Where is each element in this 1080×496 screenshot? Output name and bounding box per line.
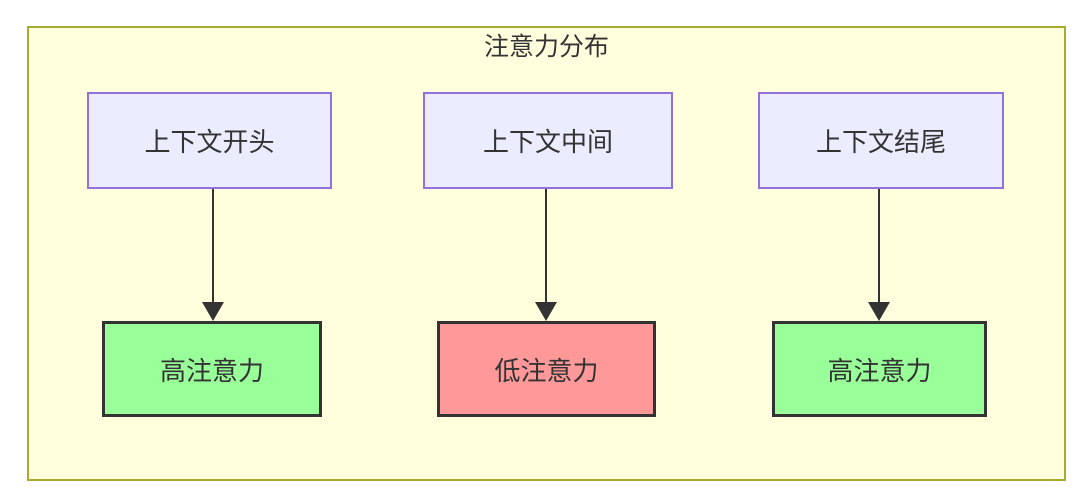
node-context-end-label: 上下文结尾 [815,128,946,158]
node-low-attention-label: 低注意力 [494,356,599,387]
node-high-attention-2: 高注意力 [772,321,987,417]
node-context-end: 上下文结尾 [758,92,1004,189]
diagram-title: 注意力分布 [483,32,609,61]
node-context-middle: 上下文中间 [423,92,673,189]
node-high-attention-1-label: 高注意力 [159,356,264,387]
node-context-middle-label: 上下文中间 [482,128,613,158]
node-context-start-label: 上下文开头 [144,128,275,158]
node-high-attention-1: 高注意力 [102,321,322,417]
node-low-attention: 低注意力 [437,321,656,417]
node-high-attention-2-label: 高注意力 [827,356,932,387]
node-context-start: 上下文开头 [87,92,332,189]
